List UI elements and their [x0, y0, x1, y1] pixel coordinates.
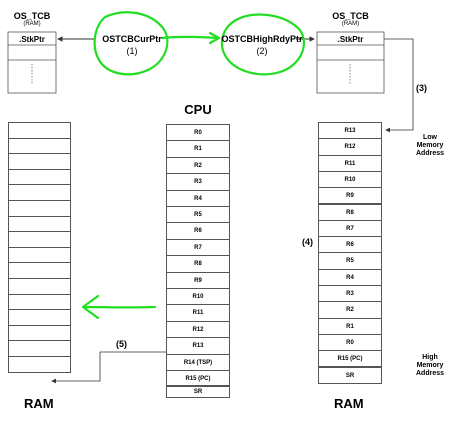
high-memory-line-3: Address [415, 370, 444, 377]
green-save-arrow [81, 294, 157, 320]
left-ram-cell-10 [8, 278, 71, 295]
cpu-register-0: R0 [166, 124, 230, 142]
left-tcb-subtitle: (RAM) [23, 21, 41, 27]
right-ram-cell-8: R5 [318, 252, 382, 270]
low-memory-line-2: Memory [416, 142, 444, 149]
cpu-sr-register: SR [166, 385, 230, 398]
high-memory-address-label: High Memory Address [408, 354, 452, 378]
left-ram-cell-9 [8, 262, 71, 279]
left-ram-cell-7 [8, 231, 71, 248]
right-ram-cell-9: R4 [318, 268, 382, 286]
right-ram-cell-5: R8 [318, 203, 382, 221]
left-tcb-box [7, 31, 57, 94]
left-ram-cell-15 [8, 356, 71, 373]
cpu-register-12: R12 [166, 320, 230, 339]
low-memory-line-3: Address [415, 150, 444, 157]
high-ptr-step: (2) [256, 46, 268, 56]
cpu-register-5: R5 [166, 206, 230, 224]
left-ram-cell-4 [8, 184, 71, 201]
left-ram-cell-12 [8, 309, 71, 326]
green-annotations [81, 11, 306, 320]
cpu-register-6: R6 [166, 222, 230, 240]
cpu-register-2: R2 [166, 156, 230, 175]
cpu-register-14: R14 (TSP) [166, 353, 230, 371]
low-memory-line-1: Low [423, 134, 437, 141]
right-ram-cell-13: R0 [318, 333, 382, 352]
cpu-register-3: R3 [166, 173, 230, 191]
cpu-register-10: R10 [166, 288, 230, 306]
high-memory-line-1: High [422, 354, 438, 361]
right-ram-label: RAM [334, 396, 364, 411]
right-ram-cell-12: R1 [318, 317, 382, 335]
right-ram-cell-4: R9 [318, 187, 382, 205]
step-3-label: (3) [416, 83, 427, 93]
left-ram-cell-14 [8, 340, 71, 357]
right-ram-cell-0: R13 [318, 122, 382, 140]
low-memory-address-label: Low Memory Address [408, 134, 452, 158]
right-ram-cell-14: R15 (PC) [318, 350, 382, 368]
left-ram-cell-5 [8, 200, 71, 217]
left-ram-cell-0 [8, 122, 71, 139]
right-tcb-box [316, 31, 385, 94]
left-ram-label: RAM [24, 396, 54, 411]
right-ram-cell-11: R2 [318, 301, 382, 319]
left-ram-cell-8 [8, 246, 71, 264]
green-circle-high [220, 13, 306, 76]
left-ram-cell-2 [8, 153, 71, 170]
cpu-register-15: R15 (PC) [166, 370, 230, 388]
cpu-register-11: R11 [166, 304, 230, 322]
left-tcb-title: OS_TCB [13, 11, 51, 21]
left-ram-cell-6 [8, 215, 71, 233]
cpu-register-1: R1 [166, 140, 230, 158]
cpu-title: CPU [184, 102, 212, 117]
cur-ptr-label: OSTCBCurPtr [102, 34, 162, 44]
green-circle-cur [93, 11, 169, 76]
cpu-register-7: R7 [166, 238, 230, 257]
cpu-register-8: R8 [166, 255, 230, 273]
left-tcb-stkptr: .StkPtr [19, 35, 45, 44]
step3-arrow [384, 38, 414, 133]
right-tcb-stkptr: .StkPtr [337, 35, 364, 44]
right-ram-cell-6: R7 [318, 219, 382, 238]
left-ram-cell-3 [8, 168, 71, 186]
right-ram-cell-10: R3 [318, 285, 382, 303]
right-ram-cell-3: R10 [318, 170, 382, 189]
cpu-register-4: R4 [166, 189, 230, 207]
right-ram-cell-2: R11 [318, 154, 382, 172]
step-5-label: (5) [116, 339, 127, 349]
right-ram-cell-1: R12 [318, 138, 382, 156]
cur-ptr-step: (1) [126, 46, 138, 56]
right-tcb-subtitle: (RAM) [341, 21, 360, 27]
left-ram-cell-1 [8, 137, 71, 155]
green-transfer-arrow [160, 31, 221, 45]
right-tcb-title: OS_TCB [332, 11, 369, 21]
right-ram-cell-15: SR [318, 366, 382, 384]
cpu-register-9: R9 [166, 271, 230, 289]
high-memory-line-2: Memory [416, 362, 444, 369]
left-ram-cell-11 [8, 293, 71, 311]
right-ram-cell-7: R6 [318, 236, 382, 254]
left-ram-cell-13 [8, 324, 71, 342]
cpu-register-13: R13 [166, 337, 230, 355]
high-ptr-label: OSTCBHighRdyPtr [221, 34, 303, 44]
step5-arrow [51, 351, 166, 384]
step-4-label: (4) [302, 237, 313, 247]
